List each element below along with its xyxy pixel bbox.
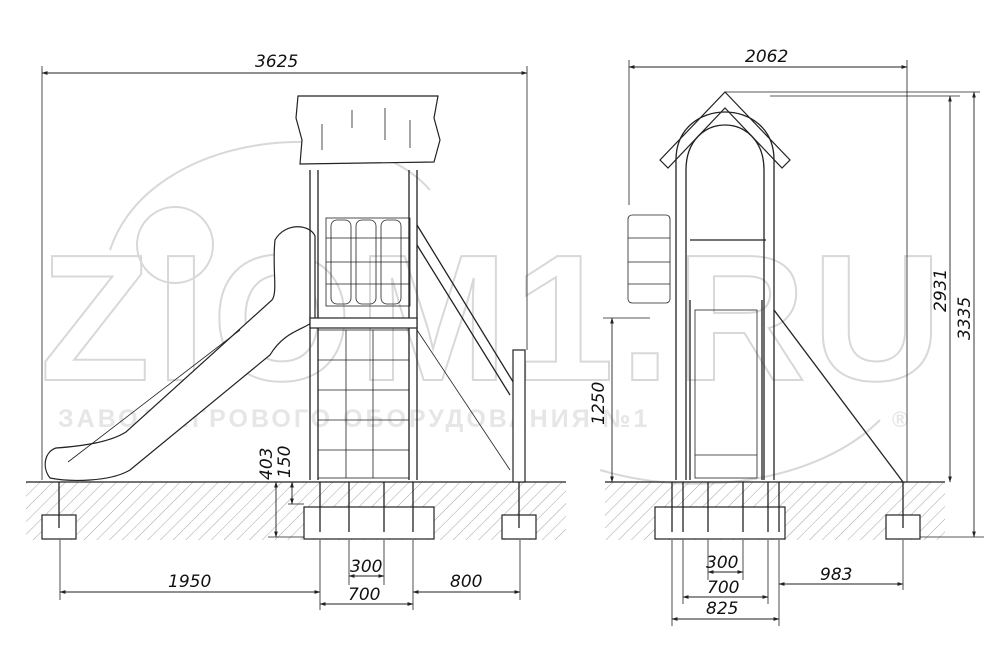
watermark-registered-mark: ® — [892, 407, 908, 432]
side-arch — [685, 124, 765, 480]
dim-side-base-width: 700 — [707, 578, 739, 598]
side-dimensions: 2062 1250 2931 3335 300 983 700 — [589, 47, 984, 626]
support-brace — [416, 224, 516, 386]
side-roof — [659, 91, 791, 169]
panel-upper — [325, 217, 411, 307]
dim-side-outer-width: 825 — [706, 599, 738, 619]
dim-side-post-spacing: 300 — [706, 553, 738, 573]
front-view: 3625 1950 800 700 300 403 150 — [41, 52, 537, 610]
dim-front-height-a: 403 — [257, 448, 277, 480]
side-foundations — [654, 482, 921, 540]
roof-panel — [295, 95, 441, 165]
right-post — [512, 349, 526, 483]
dim-front-right-offset: 800 — [450, 572, 482, 592]
front-dimensions: 3625 1950 800 700 300 403 150 — [41, 52, 528, 610]
dim-front-post-spacing: 300 — [350, 557, 382, 577]
dim-front-height-b: 150 — [275, 446, 295, 478]
side-panel — [694, 309, 758, 479]
platform — [309, 317, 418, 329]
dim-side-right-offset: 983 — [820, 565, 852, 585]
dim-side-overall-width: 2062 — [745, 47, 788, 67]
dim-front-overall-width: 3625 — [255, 52, 298, 72]
side-view: 2062 1250 2931 3335 300 983 700 — [589, 47, 984, 626]
dim-front-base-width: 700 — [348, 585, 380, 605]
front-foundations — [41, 482, 537, 540]
dim-side-platform-height: 1250 — [589, 382, 609, 425]
ground-front — [26, 481, 566, 540]
side-support-brace — [773, 309, 904, 483]
dim-side-total-height-b: 3335 — [955, 297, 975, 340]
side-seat-panel — [627, 214, 671, 304]
dim-front-left-offset: 1950 — [168, 572, 211, 592]
climbing-net — [317, 329, 410, 479]
dim-side-total-height-a: 2931 — [931, 269, 951, 312]
